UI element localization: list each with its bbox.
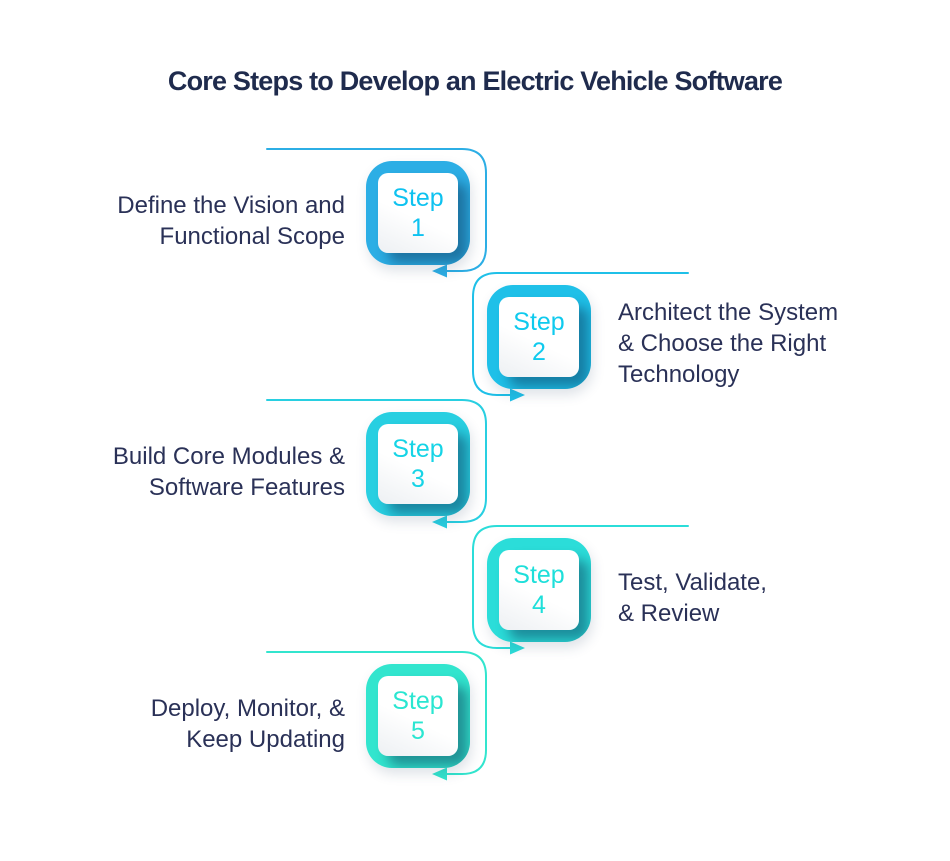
step-badge-1: Step 1	[366, 161, 470, 265]
step-description-5: Deploy, Monitor, & Keep Updating	[151, 693, 345, 755]
page-title: Core Steps to Develop an Electric Vehicl…	[167, 66, 783, 96]
description-line: Build Core Modules &	[112, 443, 345, 470]
description-line: Test, Validate,	[618, 569, 767, 596]
step-badge-number: 4	[532, 590, 546, 619]
description-line: Software Features	[148, 474, 345, 501]
description-line: Deploy, Monitor, &	[150, 695, 345, 722]
step-badge-number: 2	[532, 337, 546, 366]
step-badge-face: Step 4	[499, 550, 579, 630]
step-badge-label: Step	[392, 686, 444, 715]
step-badge-2: Step 2	[487, 285, 591, 389]
step-badge-face: Step 3	[378, 424, 458, 504]
step-badge-3: Step 3	[366, 412, 470, 516]
description-line: & Review	[618, 600, 720, 627]
step-badge-face: Step 2	[499, 297, 579, 377]
step-badge-number: 1	[411, 213, 425, 242]
description-line: Define the Vision and	[117, 192, 345, 219]
step-badge-5: Step 5	[366, 664, 470, 768]
step-badge-number: 5	[411, 716, 425, 745]
description-line: & Choose the Right	[618, 330, 827, 357]
step-badge-4: Step 4	[487, 538, 591, 642]
description-line: Architect the System	[618, 299, 839, 326]
step-description-2: Architect the System & Choose the Right …	[618, 297, 838, 390]
step-badge-label: Step	[513, 307, 565, 336]
step-description-4: Test, Validate, & Review	[618, 567, 767, 629]
step-description-3: Build Core Modules & Software Features	[113, 441, 345, 503]
step-badge-number: 3	[411, 464, 425, 493]
step-row-2: Architect the System & Choose the Right …	[0, 261, 950, 411]
connector-arrow-5	[266, 651, 487, 781]
step-description-1: Define the Vision and Functional Scope	[117, 190, 345, 252]
description-line: Keep Updating	[186, 726, 345, 753]
step-badge-face: Step 5	[378, 676, 458, 756]
step-badge-face: Step 1	[378, 173, 458, 253]
step-row-1: Define the Vision and Functional Scope S…	[0, 137, 950, 287]
description-line: Functional Scope	[159, 223, 345, 250]
step-badge-label: Step	[513, 560, 565, 589]
step-badge-label: Step	[392, 183, 444, 212]
step-badge-label: Step	[392, 434, 444, 463]
description-line: Technology	[618, 361, 740, 388]
step-row-5: Deploy, Monitor, & Keep Updating Step 5	[0, 640, 950, 790]
